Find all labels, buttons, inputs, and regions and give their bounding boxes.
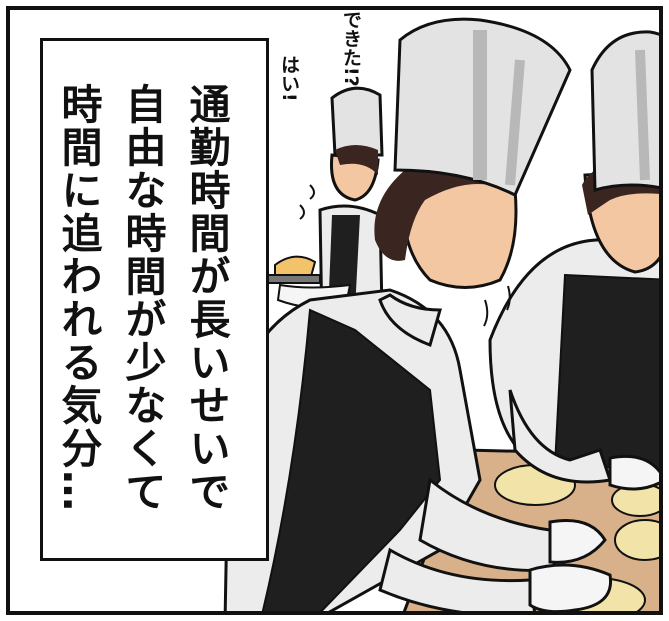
manga-panel: 通勤時間が長いせいで 自由な時間が少なくて 時間に追われる気分… [6, 6, 663, 615]
sfx-dekita: できた!? [340, 10, 362, 87]
dough-round [614, 519, 659, 561]
sfx-hai: はい! [278, 55, 300, 102]
narration-box: 通勤時間が長いせいで 自由な時間が少なくて 時間に追われる気分… [40, 38, 269, 561]
narration-text: 通勤時間が長いせいで 自由な時間が少なくて 時間に追われる気分… [54, 83, 230, 513]
right-chef [488, 30, 659, 491]
kitchen-scene-illustration [223, 17, 659, 611]
main-chef [223, 17, 613, 611]
sweat-mark [309, 184, 315, 200]
sweat-mark [299, 204, 305, 220]
